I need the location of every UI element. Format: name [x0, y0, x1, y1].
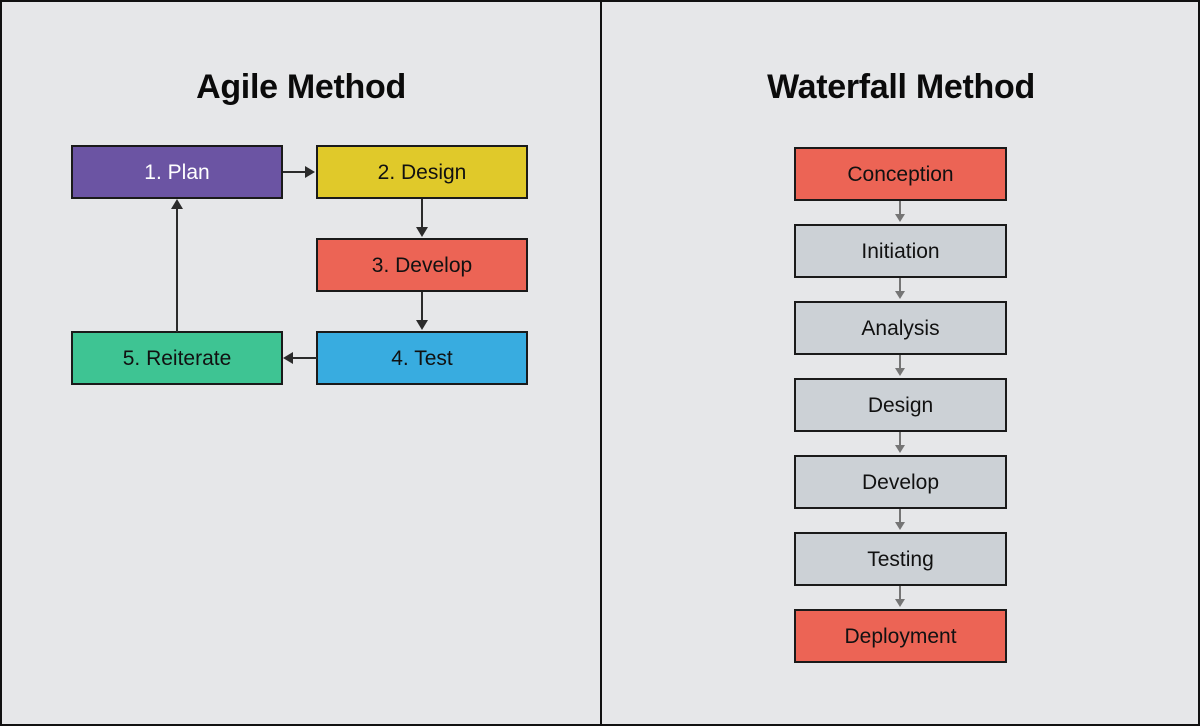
waterfall-node-initiation[interactable]: Initiation	[794, 224, 1007, 278]
waterfall-node-testing[interactable]: Testing	[794, 532, 1007, 586]
waterfall-edge-2	[899, 278, 901, 293]
arrow-down-icon	[416, 227, 428, 237]
agile-edge-develop-to-test	[421, 292, 423, 321]
agile-edge-test-to-reiterate	[293, 357, 317, 359]
agile-node-design[interactable]: 2. Design	[316, 145, 528, 199]
waterfall-node-conception[interactable]: Conception	[794, 147, 1007, 201]
arrow-down-icon	[895, 368, 905, 376]
arrow-down-icon	[895, 522, 905, 530]
waterfall-edge-3	[899, 355, 901, 370]
agile-node-test[interactable]: 4. Test	[316, 331, 528, 385]
arrow-up-icon	[171, 199, 183, 209]
panel-divider	[600, 2, 602, 724]
agile-edge-reiterate-to-plan	[176, 209, 178, 332]
arrow-right-icon	[305, 166, 315, 178]
waterfall-edge-5	[899, 509, 901, 524]
agile-node-reiterate[interactable]: 5. Reiterate	[71, 331, 283, 385]
waterfall-node-deployment[interactable]: Deployment	[794, 609, 1007, 663]
agile-node-develop[interactable]: 3. Develop	[316, 238, 528, 292]
arrow-down-icon	[895, 445, 905, 453]
waterfall-node-develop[interactable]: Develop	[794, 455, 1007, 509]
arrow-down-icon	[895, 214, 905, 222]
arrow-down-icon	[895, 599, 905, 607]
waterfall-node-analysis[interactable]: Analysis	[794, 301, 1007, 355]
waterfall-edge-4	[899, 432, 901, 447]
waterfall-edge-6	[899, 586, 901, 601]
agile-node-plan[interactable]: 1. Plan	[71, 145, 283, 199]
arrow-left-icon	[283, 352, 293, 364]
waterfall-node-design[interactable]: Design	[794, 378, 1007, 432]
waterfall-panel-title: Waterfall Method	[767, 68, 1035, 106]
arrow-down-icon	[895, 291, 905, 299]
agile-edge-design-to-develop	[421, 199, 423, 228]
waterfall-edge-1	[899, 201, 901, 216]
agile-edge-plan-to-design	[283, 171, 307, 173]
arrow-down-icon	[416, 320, 428, 330]
agile-panel-title: Agile Method	[196, 68, 406, 106]
